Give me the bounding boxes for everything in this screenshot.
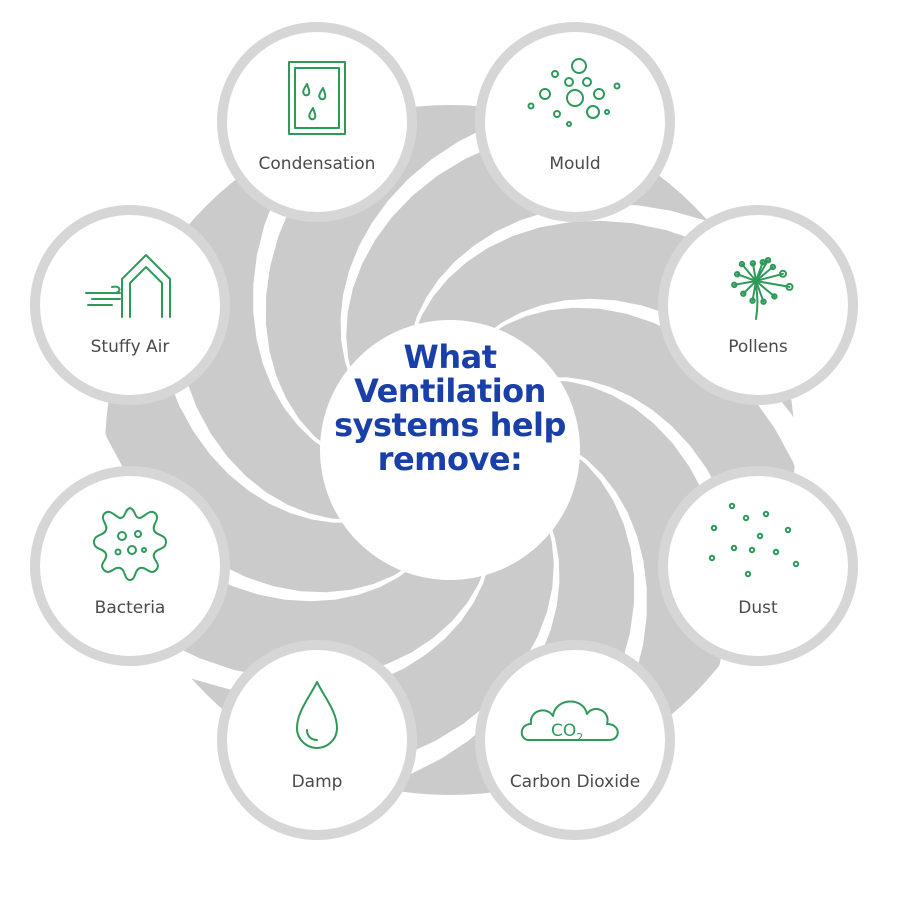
pollen-seed — [731, 281, 738, 288]
item-carbon-dioxide: CO2 Carbon Dioxide — [475, 640, 675, 840]
swirl-gap — [90, 402, 416, 602]
swirl-gap — [545, 377, 748, 699]
item-dust: Dust — [658, 466, 858, 666]
title-line-2: Ventilation — [354, 372, 546, 410]
condensation-window-icon — [277, 58, 357, 138]
item-label: Carbon Dioxide — [509, 772, 641, 792]
item-label: Pollens — [728, 337, 788, 357]
swirl-gap — [133, 563, 490, 696]
pollen-seed — [734, 271, 741, 278]
item-damp: Damp — [217, 640, 417, 840]
pollen-seed — [738, 260, 746, 268]
pollen-ray — [740, 263, 757, 282]
pollen-seed — [764, 257, 772, 264]
item-label: Stuffy Air — [90, 337, 170, 357]
pollen-ray — [751, 280, 757, 302]
pollen-ray — [755, 280, 765, 303]
item-label: Damp — [291, 772, 343, 792]
title-line-1: What — [403, 338, 497, 376]
item-condensation: Condensation — [217, 22, 417, 222]
pollen-ray — [736, 273, 757, 282]
swirl-gap — [484, 298, 810, 498]
pollen-ray — [755, 259, 769, 282]
item-label: Dust — [738, 598, 778, 618]
mould-spores-icon — [527, 58, 621, 138]
pollen-seed — [769, 263, 777, 271]
water-drop-icon — [277, 676, 357, 756]
pollen-ray — [755, 265, 774, 282]
dust-particles-icon — [708, 502, 800, 582]
pollen-ray — [755, 280, 776, 298]
pollen-seed — [749, 260, 757, 267]
swirl-gap — [410, 204, 767, 337]
item-mould: Mould — [475, 22, 675, 222]
pollen-seed — [779, 269, 787, 278]
pollen-ray — [755, 272, 784, 282]
item-pollens: Pollens — [658, 205, 858, 405]
item-label: Mould — [549, 154, 601, 174]
pollen-ray — [755, 280, 791, 288]
center-title: What Ventilation systems help remove: — [320, 340, 580, 476]
item-label: Bacteria — [94, 598, 166, 618]
pollen-seed — [771, 293, 778, 300]
item-bacteria: Bacteria — [30, 466, 230, 666]
swirl-gap — [152, 201, 355, 523]
pollen-seed — [785, 282, 794, 291]
co2-text: CO2 — [551, 721, 583, 744]
title-line-3: systems help — [334, 406, 566, 444]
item-stuffy-air: Stuffy Air — [30, 205, 230, 405]
bacteria-icon — [90, 502, 170, 582]
co2-cloud-icon: CO2 — [520, 676, 619, 756]
pollen-seed — [749, 297, 756, 304]
house-wind-icon — [85, 241, 171, 321]
title-line-4: remove: — [377, 440, 523, 478]
pollen-ray — [733, 280, 757, 286]
pollen-seed — [759, 259, 766, 266]
pollen-seed — [760, 298, 767, 305]
pollen-seed — [740, 290, 747, 297]
dandelion-icon — [718, 241, 798, 321]
item-label: Condensation — [258, 154, 376, 174]
